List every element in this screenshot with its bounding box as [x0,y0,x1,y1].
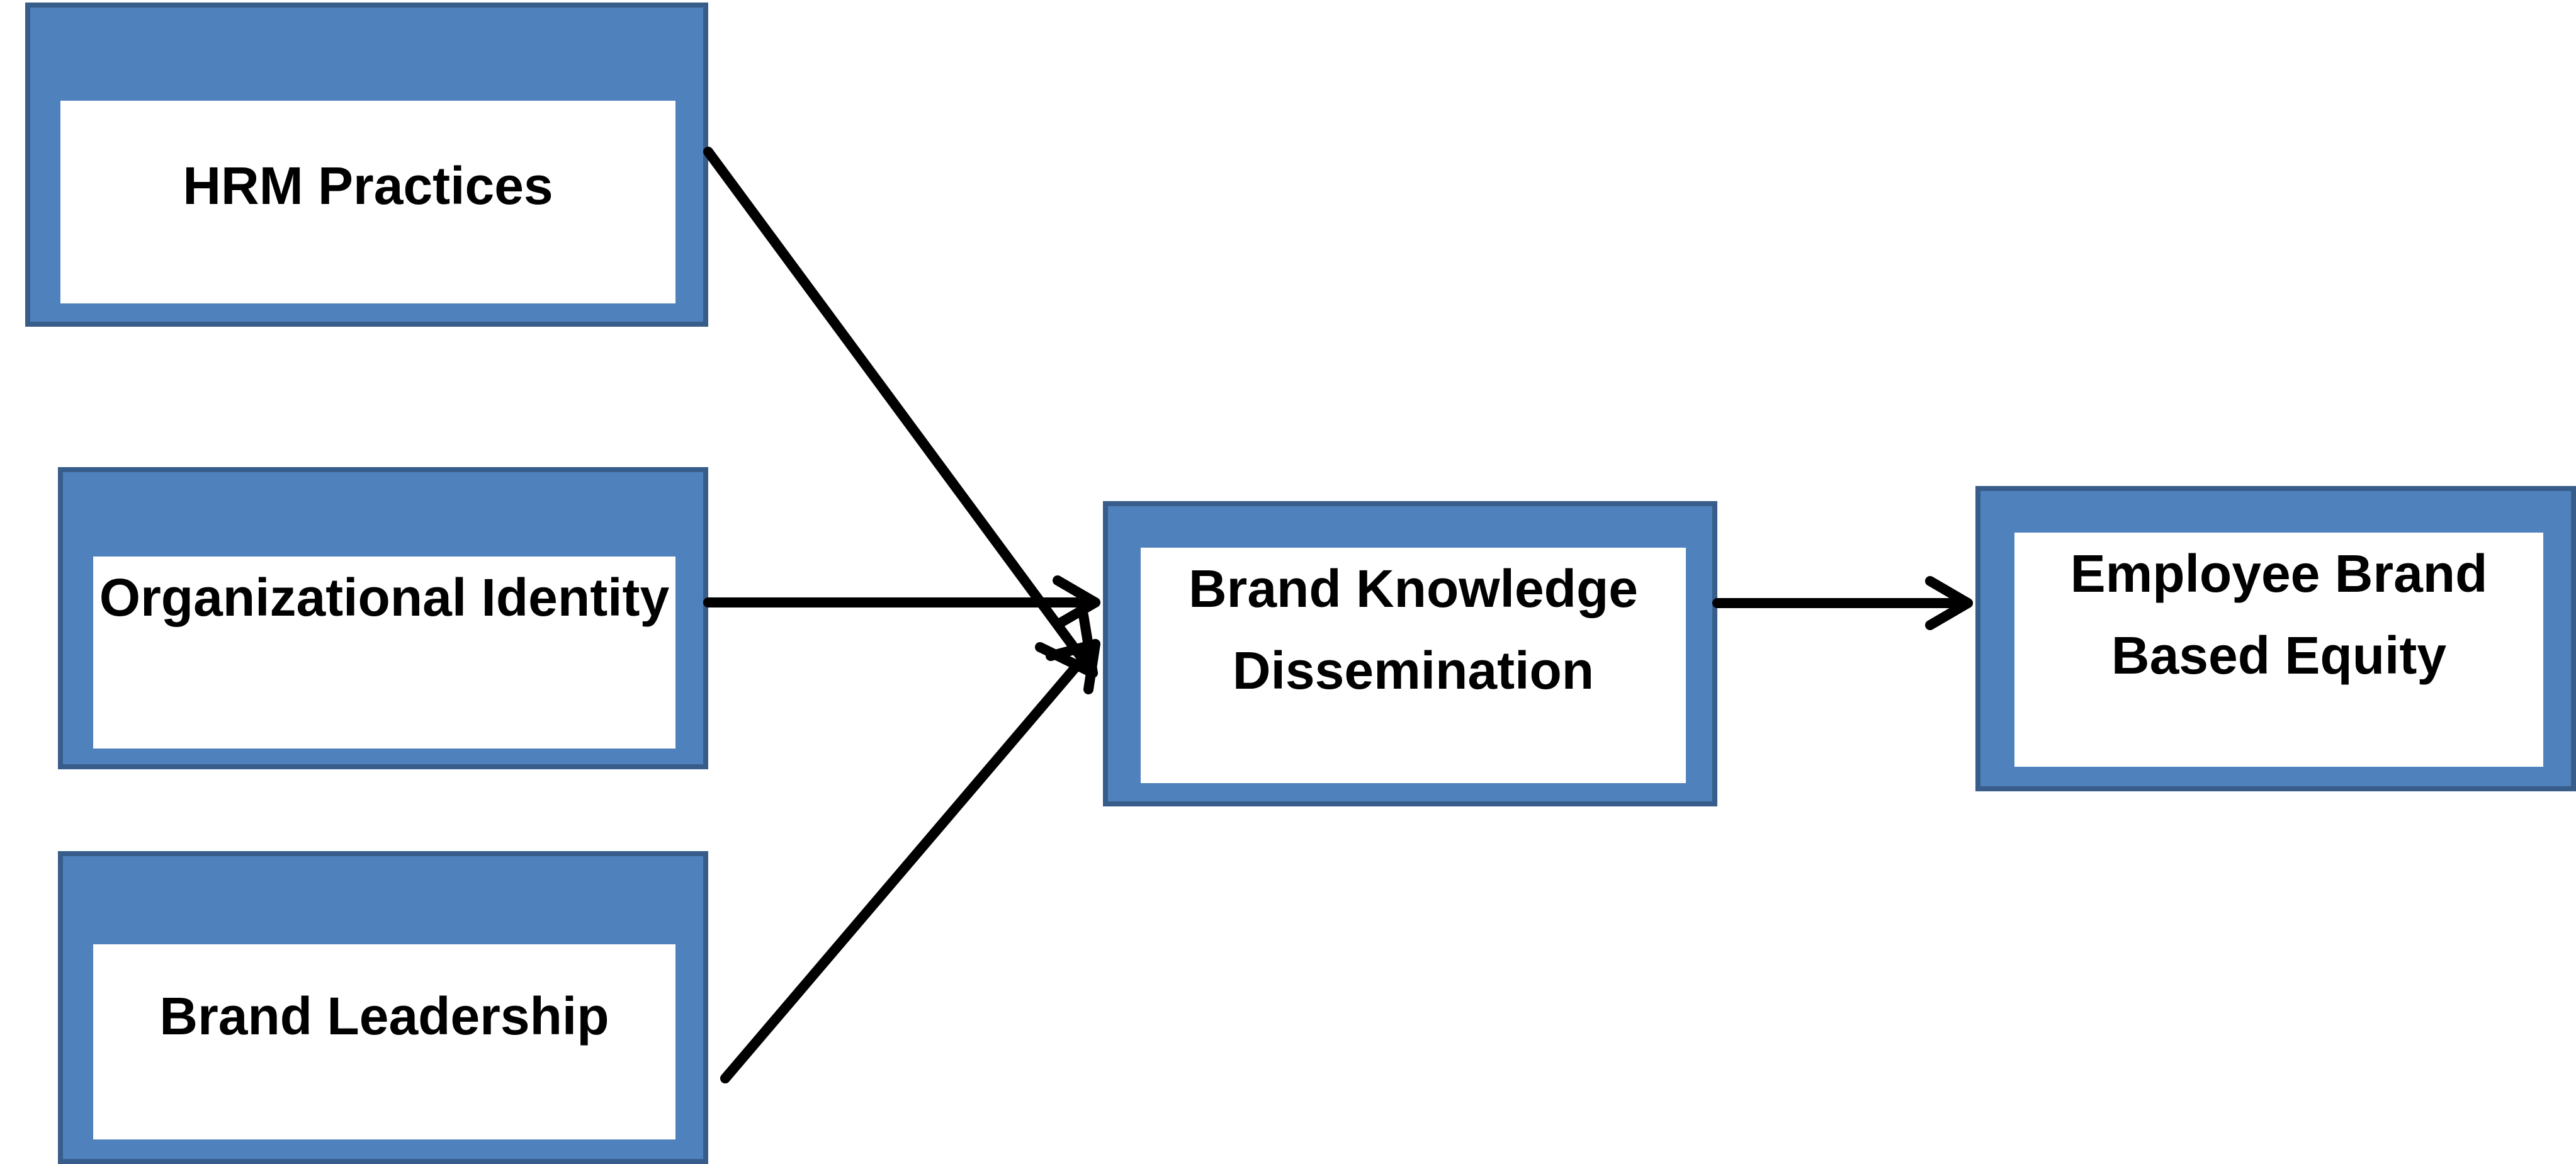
brand-knowledge-dissemination-panel: Brand Knowledge Dissemination [1141,548,1686,783]
brand-leadership-label: Brand Leadership [159,986,609,1046]
brand-knowledge-label-line1: Brand Knowledge [1188,559,1639,618]
brand-leadership-panel: Brand Leadership [93,944,675,1139]
employee-equity-label-line1: Employee Brand [2070,544,2488,603]
brand-knowledge-dissemination-node: Brand Knowledge Dissemination [1103,501,1717,806]
hrm-practices-label: HRM Practices [183,156,553,215]
employee-brand-based-equity-panel: Employee Brand Based Equity [2014,533,2543,767]
arrow-hrm-to-brand-knowledge [703,147,1098,678]
employee-equity-label-line2: Based Equity [2111,626,2447,685]
organizational-identity-node: Organizational Identity [58,467,708,769]
brand-leadership-node: Brand Leadership [58,851,708,1164]
arrow-brand-knowledge-to-employee-equity [1712,576,1973,630]
brand-knowledge-label-line2: Dissemination [1232,641,1595,700]
hrm-practices-panel: HRM Practices [60,101,675,303]
organizational-identity-label: Organizational Identity [99,568,670,627]
arrow-org-identity-to-brand-knowledge [703,575,1100,630]
arrow-brand-leadership-to-brand-knowledge [720,639,1100,1083]
hrm-practices-node: HRM Practices [25,3,708,327]
employee-brand-based-equity-node: Employee Brand Based Equity [1975,486,2576,791]
organizational-identity-panel: Organizational Identity [93,557,675,749]
